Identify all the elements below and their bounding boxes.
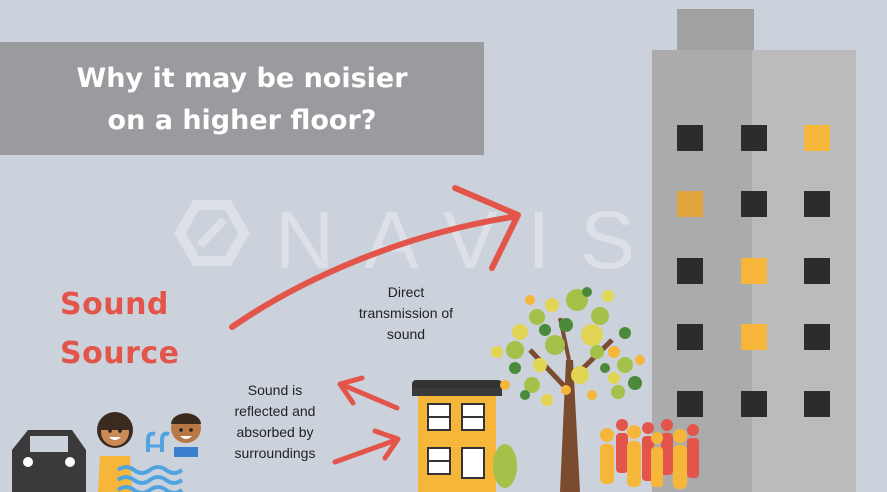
reflected-arrow-out bbox=[337, 375, 400, 411]
tall-building bbox=[652, 9, 856, 492]
caption-line: reflected and bbox=[234, 403, 316, 419]
title-line-1: Why it may be noisier bbox=[76, 63, 408, 94]
caption-line: Sound is bbox=[247, 382, 303, 398]
caption-line: surroundings bbox=[234, 445, 316, 461]
caption-line: transmission of bbox=[358, 305, 454, 321]
building-windows bbox=[677, 125, 830, 417]
crowd bbox=[600, 419, 699, 489]
title-line-2: on a higher floor? bbox=[107, 105, 377, 136]
caption-line: sound bbox=[386, 326, 426, 342]
reflection-caption: Sound is reflected and absorbed by surro… bbox=[220, 380, 330, 464]
direct-transmission-arrow bbox=[229, 185, 521, 330]
child-boy-icon bbox=[171, 413, 201, 457]
sound-source-label-line-1: Sound bbox=[60, 287, 169, 322]
tree bbox=[491, 287, 645, 492]
pool-icon bbox=[116, 431, 184, 492]
page-title: Why it may be noisier on a higher floor? bbox=[0, 58, 484, 142]
house bbox=[412, 380, 502, 492]
caption-line: absorbed by bbox=[236, 424, 314, 440]
caption-line: Direct bbox=[387, 284, 425, 300]
sound-source-label-line-2: Source bbox=[60, 336, 180, 371]
child-girl-icon bbox=[97, 412, 133, 492]
reflected-arrow-in bbox=[332, 428, 401, 465]
watermark-logo bbox=[174, 200, 250, 266]
car-icon bbox=[12, 430, 86, 492]
direct-transmission-caption: Direct transmission of sound bbox=[338, 282, 474, 345]
bush bbox=[493, 444, 517, 488]
title-banner bbox=[0, 42, 484, 155]
